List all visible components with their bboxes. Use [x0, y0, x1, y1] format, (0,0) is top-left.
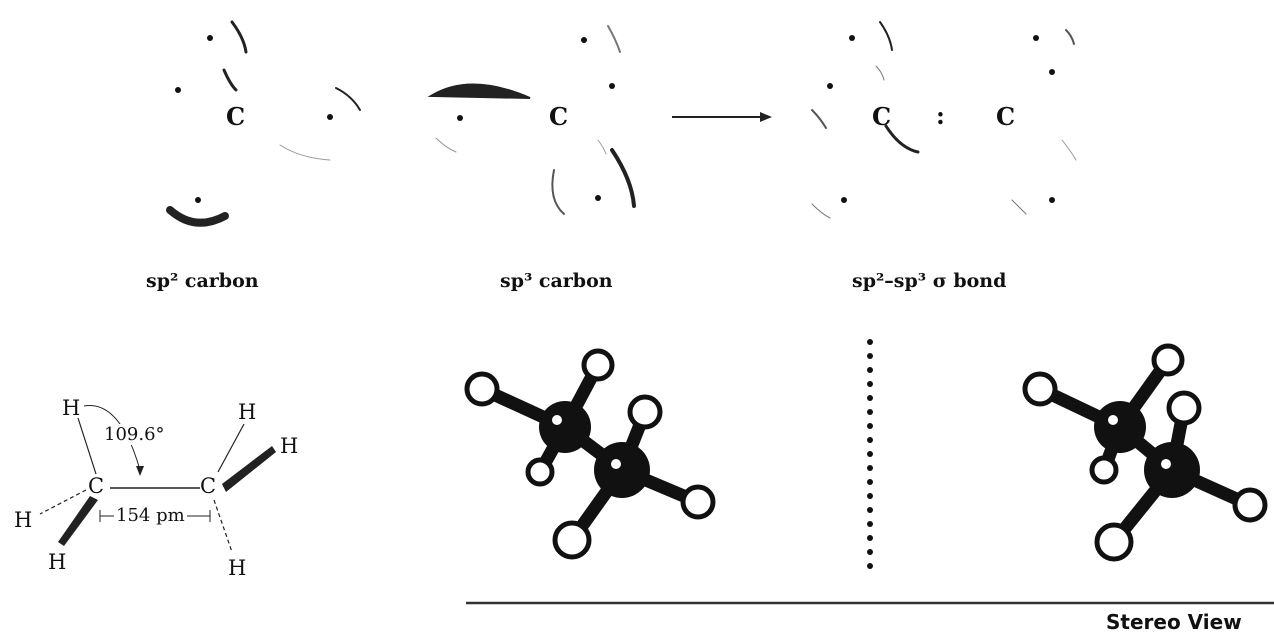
reaction-arrow — [672, 112, 772, 122]
bond-length-label: 154 pm — [114, 505, 187, 526]
carbon-atom-sp3: C — [549, 102, 569, 131]
caption-sp3-carbon: sp³ carbon — [500, 270, 613, 292]
sp3-carbon-orbitals — [427, 25, 636, 215]
hydrogen-label-left: H — [14, 508, 33, 532]
caption-sp2-carbon: sp² carbon — [146, 270, 259, 292]
carbon-atom-bond-right: C — [996, 102, 1016, 131]
hydrogen-label-lower-left: H — [48, 550, 67, 574]
h-bond-dashed-left — [39, 489, 87, 515]
hydrogen-label-lower-right: H — [228, 556, 247, 580]
sp2-electron-dots — [175, 35, 333, 203]
stereo-view-caption: Stereo View — [1106, 610, 1242, 634]
carbon-label-left: C — [88, 474, 105, 498]
sp2-carbon-orbitals — [166, 20, 361, 227]
sigma-bond-orbitals — [811, 21, 1077, 219]
carbon-atom-bond-left: C — [872, 102, 892, 131]
stereo-model-left — [464, 348, 716, 560]
hydrogen-label-upper-right: H — [238, 400, 257, 424]
carbon-atom-sp2: C — [226, 102, 246, 131]
carbon-label-right: C — [200, 474, 217, 498]
h-bond-upper-right — [217, 423, 245, 473]
h-bond-wedge-right — [222, 446, 276, 492]
h-bond-upper-left — [77, 417, 97, 475]
bond-angle-label: 109.6° — [102, 424, 167, 445]
stereo-model-right — [1022, 343, 1268, 562]
sp3-electron-dots — [457, 37, 615, 201]
angle-arc — [83, 405, 141, 471]
h-bond-wedge-left — [58, 496, 98, 546]
bonding-electron-pair: : — [936, 101, 945, 130]
hydrogen-label-right: H — [280, 434, 299, 458]
hydrogen-label-upper-left: H — [62, 396, 81, 420]
caption-sigma-bond: sp²–sp³ σ bond — [852, 270, 1007, 292]
ethane-bonds — [39, 405, 276, 553]
h-bond-dashed-right — [213, 499, 233, 553]
stereo-divider — [867, 339, 873, 569]
sigma-electron-dots — [827, 35, 1055, 203]
